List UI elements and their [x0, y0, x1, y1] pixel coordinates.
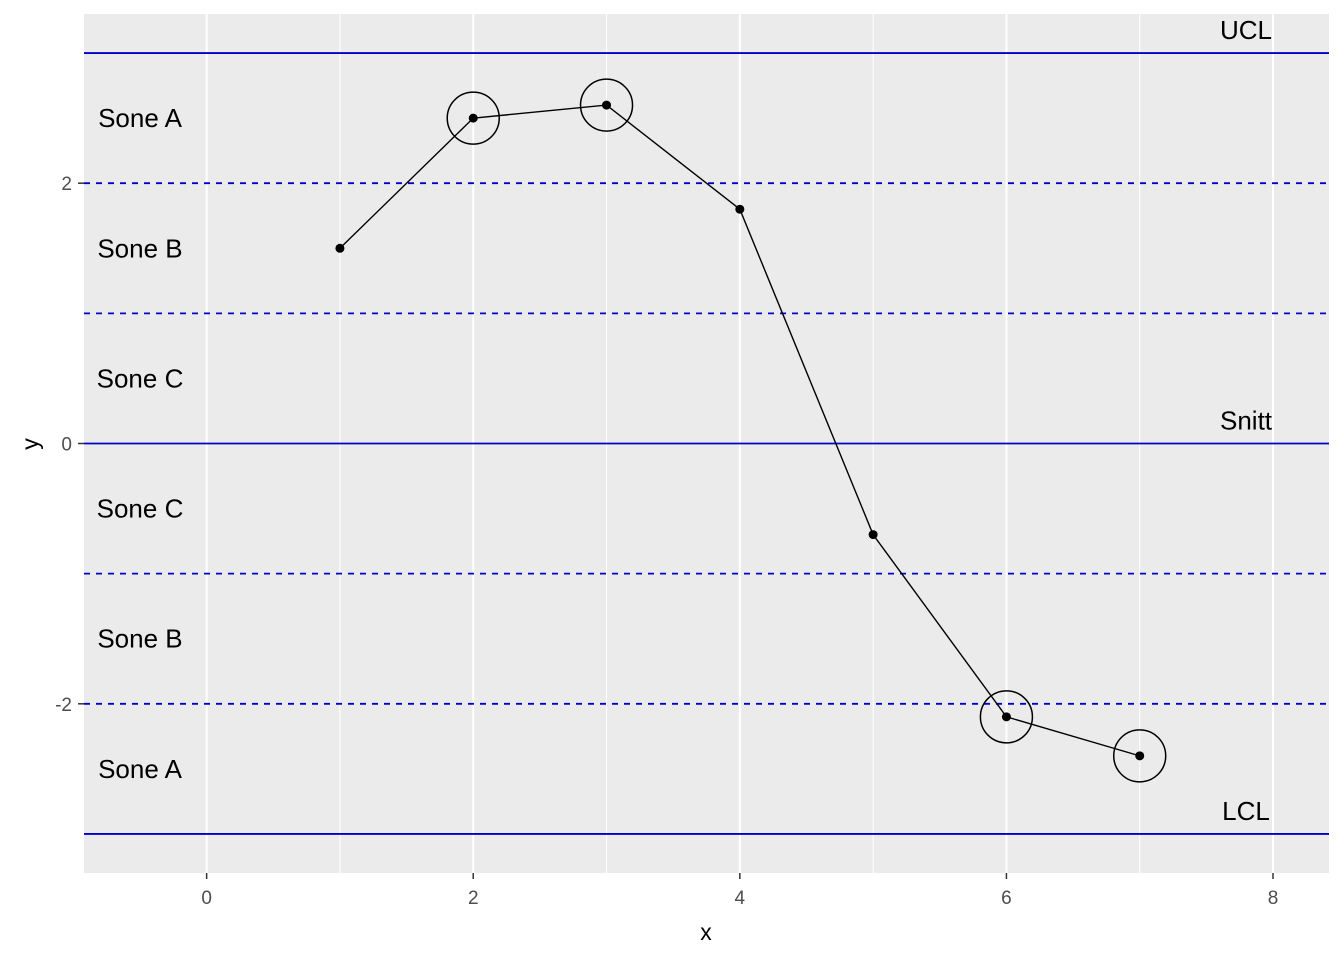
zone-label: Sone B	[97, 233, 182, 263]
data-series	[335, 78, 1167, 783]
data-point	[1135, 751, 1145, 761]
zone-label: Sone A	[98, 103, 183, 133]
x-tick-label: 2	[468, 888, 479, 909]
y-tick-label: 2	[61, 174, 72, 195]
data-point	[602, 100, 612, 110]
y-tick-label: -2	[55, 695, 72, 716]
highlight-circle	[979, 690, 1034, 744]
x-tick-label: 4	[735, 888, 746, 909]
x-tick-label: 0	[201, 888, 212, 909]
control-line-label: Snitt	[1220, 406, 1273, 436]
x-axis-title: x	[700, 919, 712, 945]
data-point	[335, 243, 345, 253]
data-point	[735, 204, 745, 214]
zone-label: Sone A	[98, 754, 183, 784]
axes: x y 0 2 4 6 8 -2 0 2	[17, 174, 1278, 945]
highlight-circle	[579, 78, 634, 132]
y-axis-title: y	[17, 438, 43, 450]
x-tick-label: 8	[1268, 888, 1279, 909]
zone-label: Sone C	[97, 494, 184, 524]
control-line-label: LCL	[1222, 796, 1270, 826]
highlight-circle	[1112, 729, 1167, 783]
data-point	[868, 530, 878, 540]
data-point	[468, 113, 478, 123]
zone-label: Sone B	[97, 624, 182, 654]
x-tick-label: 6	[1001, 888, 1012, 909]
control-lines	[84, 52, 1329, 835]
data-point	[1001, 712, 1011, 722]
highlight-circle	[446, 91, 500, 145]
control-line-label: UCL	[1220, 15, 1272, 45]
y-tick-label: 0	[61, 435, 72, 456]
zone-label: Sone C	[97, 363, 184, 393]
